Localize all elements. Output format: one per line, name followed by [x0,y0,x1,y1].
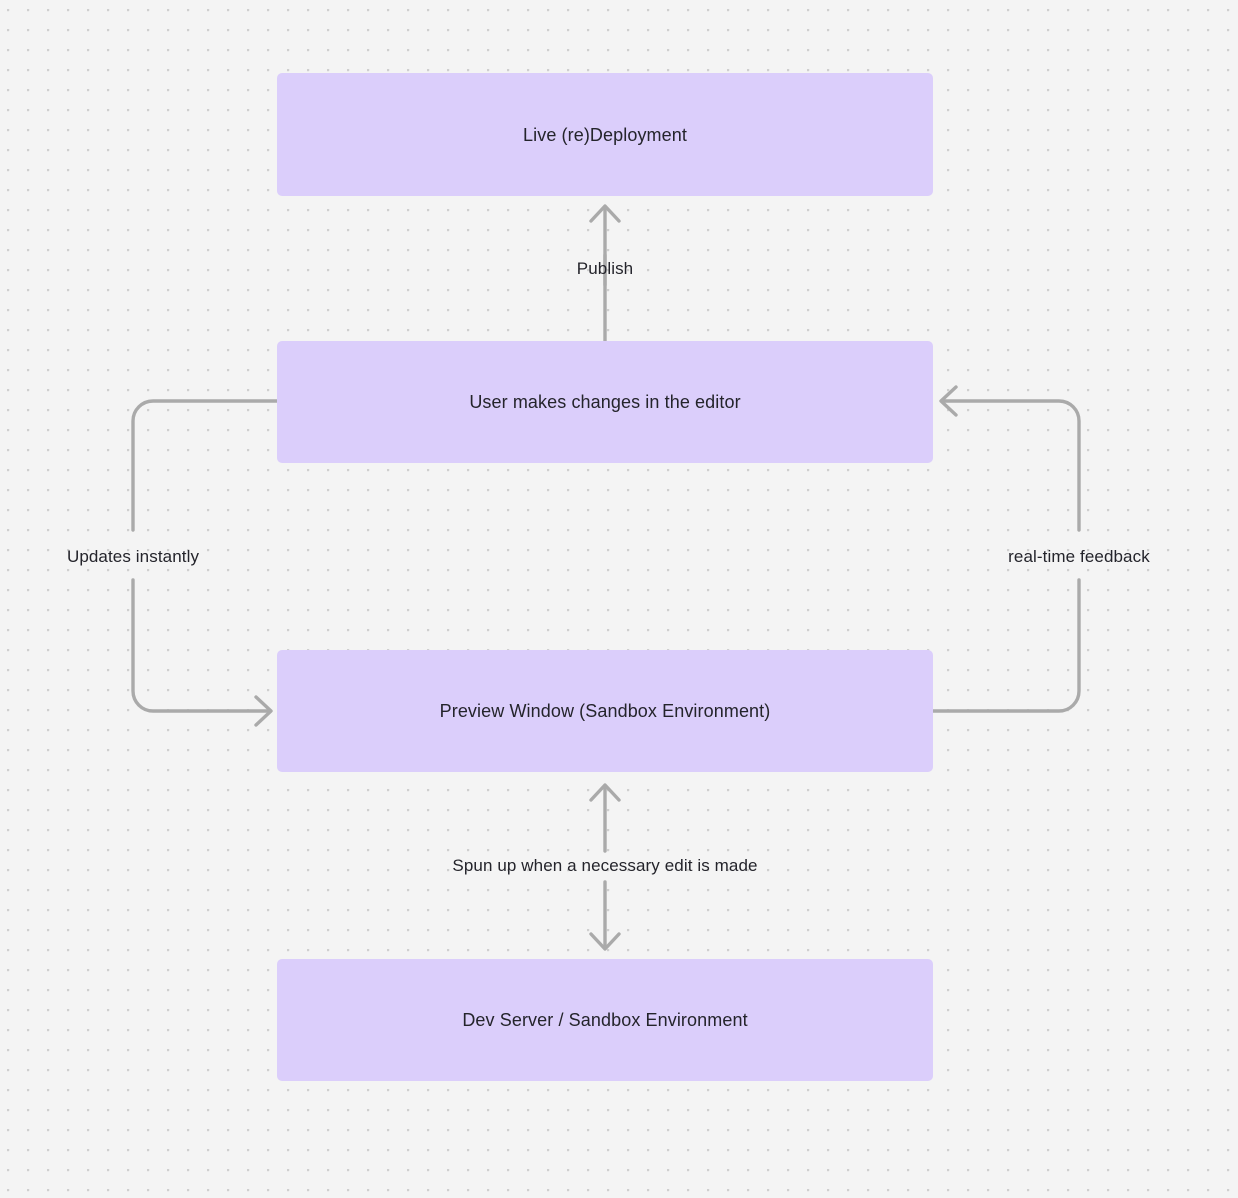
node-user-makes-changes[interactable]: User makes changes in the editor [277,341,933,463]
node-label: User makes changes in the editor [469,392,741,412]
node-preview-window[interactable]: Preview Window (Sandbox Environment) [277,650,933,772]
edge-label-updates-instantly: Updates instantly [66,547,200,566]
node-label: Preview Window (Sandbox Environment) [439,701,771,721]
node-dev-server[interactable]: Dev Server / Sandbox Environment [277,959,933,1081]
edge-label-publish: Publish [576,259,634,278]
edge-label-real-time-feedback: real-time feedback [1008,547,1150,566]
node-live-redeployment[interactable]: Live (re)Deployment [277,73,933,196]
node-label: Live (re)Deployment [523,124,687,145]
edge-label-spun-up: Spun up when a necessary edit is made [452,856,758,875]
node-label: Dev Server / Sandbox Environment [462,1010,748,1030]
